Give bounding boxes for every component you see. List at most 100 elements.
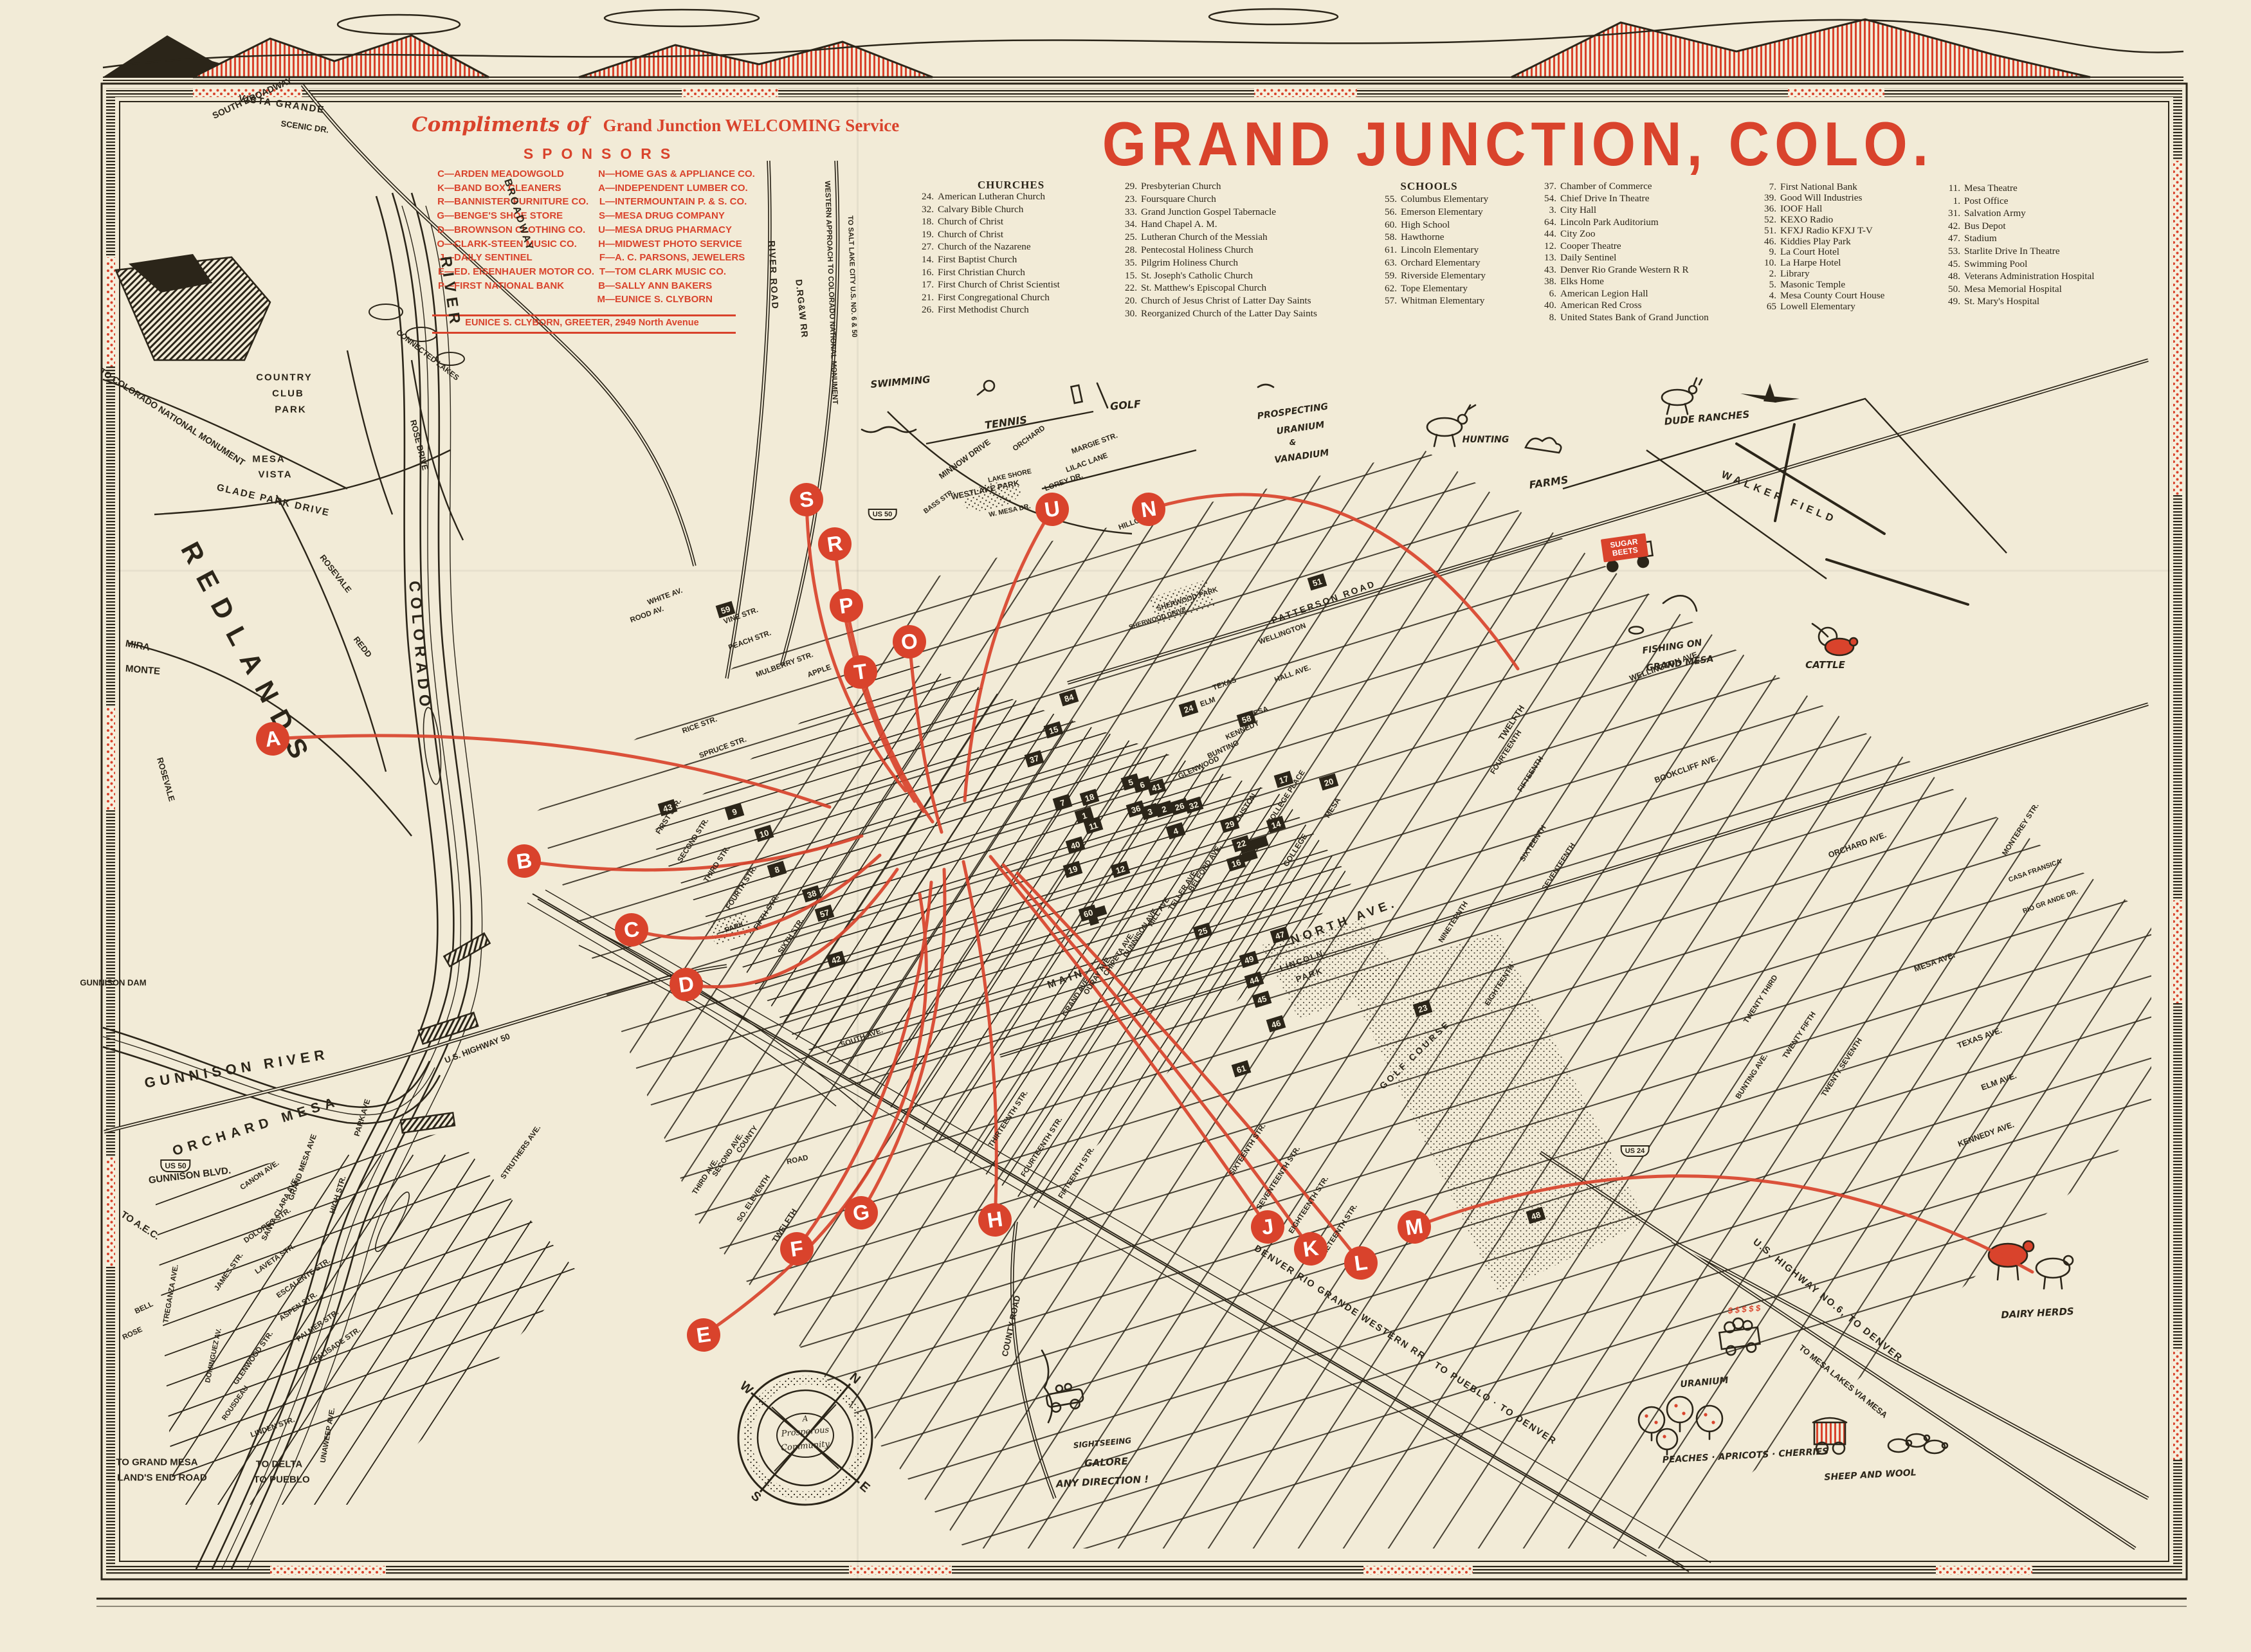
marker-leader [963, 507, 1054, 803]
legend-item: 4.Mesa County Court House [1769, 290, 1885, 302]
legend-item: 6.American Legion Hall [1549, 287, 1648, 299]
legend-item: 14.First Baptist Church [922, 253, 1017, 265]
legend-item: 24.American Lutheran Church [922, 191, 1045, 202]
legend-item: 10.La Harpe Hotel [1764, 257, 1841, 269]
sponsors-heading: SPONSORS [523, 145, 680, 162]
marker-leader [795, 880, 933, 1251]
schools-heading: SCHOOLS [1400, 180, 1458, 192]
legend-item: 55.Columbus Elementary [1385, 194, 1489, 204]
highway-shield: US 50 [160, 1159, 191, 1172]
sponsor-item: O—CLARK-STEEN MUSIC CO. [437, 238, 577, 250]
marker-leader [271, 734, 832, 809]
legend-item: 17.First Church of Christ Scientist [922, 279, 1060, 291]
compliments-line: Compliments of Grand Junction WELCOMING … [412, 113, 899, 136]
legend-item: 33.Grand Junction Gospel Tabernacle [1125, 206, 1276, 217]
legend-item: 8.United States Bank of Grand Junction [1549, 311, 1709, 323]
sponsor-marker-A: A [253, 720, 292, 758]
sponsor-marker-R: R [816, 525, 854, 563]
legend-item: 54.Chief Drive In Theatre [1544, 192, 1650, 204]
street-label: LAND'S END ROAD [117, 1472, 207, 1484]
legend-item: 27.Church of the Nazarene [922, 241, 1031, 253]
street-label: GUNNISON DAM [80, 977, 147, 988]
sponsor-item: D—BROWNSON CLOTHING CO. [437, 224, 586, 235]
street-label: COUNTRY [256, 372, 313, 383]
marker-leader [1001, 863, 1313, 1251]
sponsor-item: P—FIRST NATIONAL BANK [437, 280, 565, 291]
sponsor-marker-E: E [684, 1316, 723, 1354]
legend-item: 56.Emerson Elementary [1385, 206, 1483, 217]
sponsor-item: T—TOM CLARK MUSIC CO. [599, 266, 727, 277]
legend-item: 42.Bus Depot [1948, 220, 2006, 231]
legend-item: 18.Church of Christ [922, 216, 1004, 228]
sponsor-marker-U: U [1033, 490, 1071, 529]
legend-item: 49.St. Mary's Hospital [1948, 296, 2040, 307]
cartoon-label: HUNTING [1462, 435, 1509, 445]
legend-item: 36.IOOF Hall [1764, 203, 1823, 214]
legend-item: 22.St. Matthew's Episcopal Church [1125, 282, 1267, 294]
marker-leader [989, 855, 1270, 1229]
sponsor-item: S—MESA DRUG COMPANY [598, 210, 725, 222]
legend-item: 15.St. Joseph's Catholic Church [1125, 269, 1253, 281]
sponsor-item: M—EUNICE S. CLYBORN [597, 294, 713, 305]
sponsor-marker-K: K [1291, 1230, 1330, 1268]
greeter-rule-bottom [432, 332, 736, 334]
street-label: VISTA [258, 469, 293, 480]
sponsor-marker-L: L [1342, 1244, 1380, 1282]
sponsor-item: L—INTERMOUNTAIN P. & S. CO. [599, 196, 747, 208]
legend-item: 40.American Red Cross [1544, 300, 1642, 311]
marker-leader [630, 853, 882, 940]
marker-leader [702, 892, 928, 1337]
marker-leader [1412, 1174, 2034, 1274]
map-frame [96, 82, 2188, 1607]
marker-leader [907, 640, 943, 834]
sponsor-marker-C: C [612, 911, 651, 949]
sponsor-item: J—DAILY SENTINEL [439, 252, 533, 264]
legend-item: 9.La Court Hotel [1769, 246, 1839, 258]
legend-item: 51.KFXJ Radio KFXJ T-V [1764, 224, 1873, 236]
marker-leader [1147, 493, 1520, 671]
sponsor-item: F—A. C. PARSONS, JEWELERS [599, 252, 745, 264]
sponsor-item: G—BENGE'S SHOE STORE [437, 210, 563, 222]
legend-item: 60.High School [1385, 219, 1450, 230]
legend-item: 57.Whitman Elementary [1385, 295, 1485, 307]
legend-item: 32.Calvary Bible Church [922, 203, 1024, 215]
highway-shield: US 50 [868, 509, 897, 520]
sponsor-item: H—MIDWEST PHOTO SERVICE [598, 238, 742, 250]
schools-list: 55.Columbus Elementary 56.Emerson Element… [1375, 193, 1488, 307]
legend-item: 20.Church of Jesus Christ of Latter Day … [1125, 295, 1311, 307]
legend-item: 12.Cooper Theatre [1544, 240, 1621, 251]
legend-item: 1.Post Office [1953, 195, 2009, 206]
railroad-artwork [527, 889, 1711, 1572]
mountain-panorama-icon [102, 8, 2184, 84]
street-label: MESA [252, 453, 286, 465]
legend-item: 30.Reorganized Church of the Latter Day … [1125, 307, 1317, 319]
park-stipple [707, 482, 1646, 1293]
sponsor-marker-F: F [778, 1230, 816, 1268]
legend-item: 47.Stadium [1948, 233, 1997, 244]
legend-item: 7.First National Bank [1769, 181, 1857, 192]
greeter-rule-top [432, 314, 736, 316]
marker-leader [522, 834, 864, 872]
legend-item: 19.Church of Christ [922, 228, 1004, 240]
street-label: CLUB [272, 388, 304, 399]
compass-rose-icon [737, 1370, 873, 1506]
legend-item: 59.Riverside Elementary [1385, 269, 1486, 281]
legend-item: 52.KEXO Radio [1764, 213, 1834, 225]
legend-item: 58.Hawthorne [1385, 231, 1444, 243]
sponsor-marker-S: S [787, 480, 826, 519]
churches-heading: CHURCHES [977, 179, 1045, 191]
legend-item: 13.Daily Sentinel [1544, 252, 1617, 263]
sponsor-marker-P: P [827, 586, 866, 625]
sponsor-marker-B: B [505, 842, 543, 880]
sponsor-marker-J: J [1248, 1208, 1287, 1246]
monument-cliffs-icon [114, 254, 465, 366]
legend-item: 28.Pentecostal Holiness Church [1125, 244, 1253, 255]
sponsor-item: B—SALLY ANN BAKERS [598, 280, 713, 291]
street-label: TO PUEBLO [253, 1474, 310, 1485]
